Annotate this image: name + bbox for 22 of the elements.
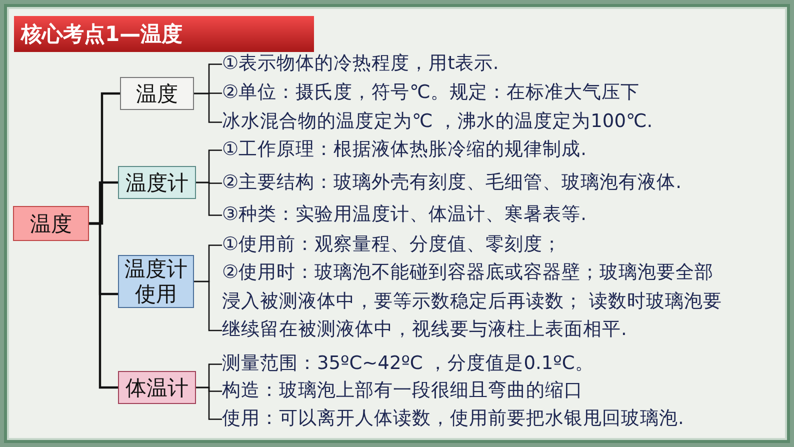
note-text: 使用：可以离开人体读数，使用前要把水银甩回玻璃泡. [222,405,684,434]
bracket-line [194,280,222,332]
subtopic-box: 温度计使用 [118,255,194,308]
bracket-line [194,92,222,123]
subtopic-box: 体温计 [118,371,196,404]
note-text: 冰水混合物的温度定为℃ ，沸水的温度定为100℃. [222,108,653,136]
title-banner: 核心考点1—温度 [14,16,314,52]
note-text: ①使用前：观察量程、分度值、零刻度； [222,231,562,260]
bracket-line [196,386,222,420]
note-text: ②主要结构：玻璃外壳有刻度、毛细管、玻璃泡有液体. [222,169,682,198]
note-text: ②使用时：玻璃泡不能碰到容器底或容器壁；玻璃泡要全部浸入被测液体中，要等示数稳定后再读数； 读数时玻璃泡要继续留在被测液体中，视线要与液柱上表面相平. [222,259,722,344]
topic-box: 温度 [13,206,89,241]
note-text: ③种类：实验用温度计、体温计、寒暑表等. [222,201,586,230]
note-text: 测量范围：35ºC~42ºC ，分度值是0.1ºC。 [222,350,594,378]
note-text: ①工作原理：根据液体热胀冷缩的规律制成. [222,136,586,164]
bracket-line [89,222,118,389]
subtopic-box: 温度计 [118,166,196,199]
subtopic-box: 温度 [120,77,194,110]
note-text: ①表示物体的冷热程度，用t表示. [222,50,499,78]
bracket-line [196,182,222,216]
note-text: ②单位：摄氏度，符号℃。规定：在标准大气压下 [222,79,640,108]
note-text: 构造：玻璃泡上部有一段很细且弯曲的缩口 [222,377,583,406]
